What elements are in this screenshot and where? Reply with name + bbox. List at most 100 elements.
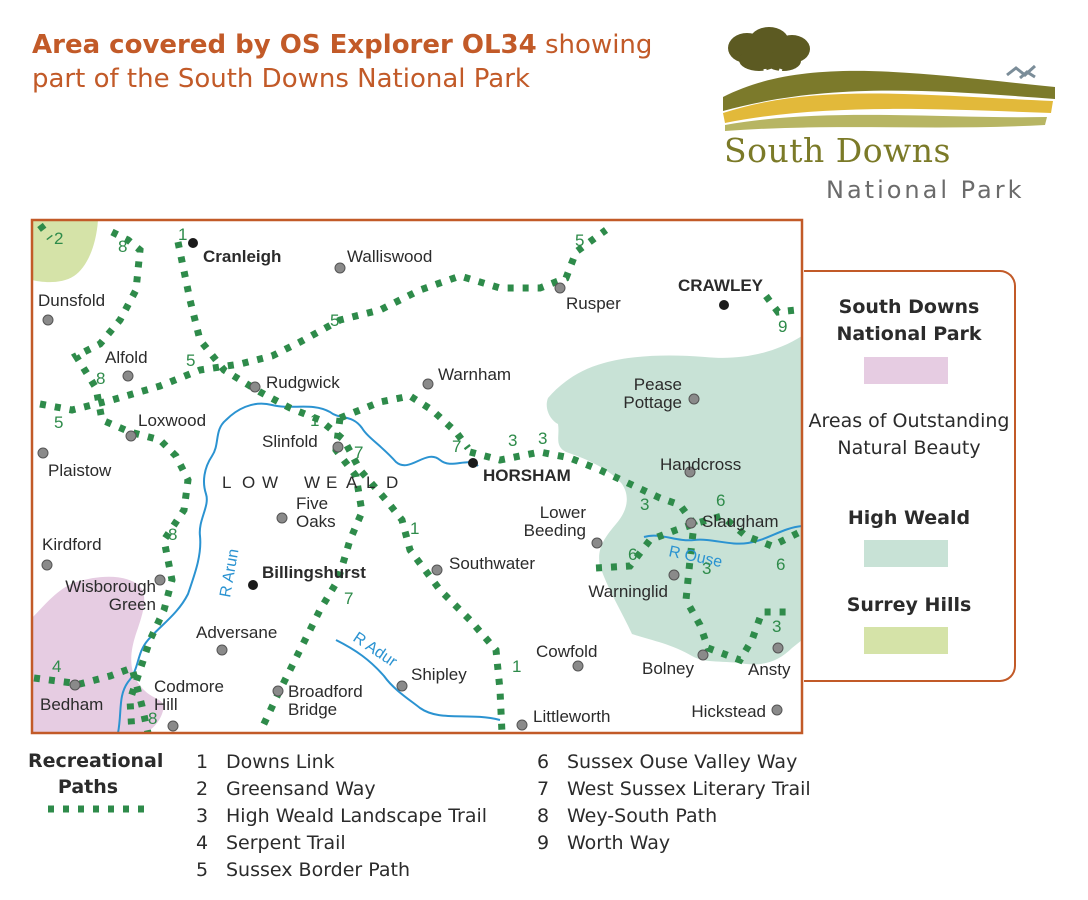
town-rudgwick: Rudgwick — [249, 373, 340, 393]
town-label: Alfold — [105, 348, 148, 367]
town-cowfold: Cowfold — [536, 642, 597, 672]
town-horsham: HORSHAM — [468, 458, 571, 485]
town-label: Cranleigh — [203, 247, 281, 266]
town-marker — [572, 660, 584, 672]
town-marker — [249, 381, 261, 393]
legend-item-name: Downs Link — [226, 751, 335, 773]
town-label: Warnham — [438, 365, 511, 384]
region-letter: D — [386, 473, 398, 492]
legend-item-number: 3 — [196, 805, 209, 827]
legend-item-name: Wey-South Path — [567, 805, 718, 827]
route-number-label: 5 — [186, 351, 195, 370]
route-number-label: 8 — [96, 369, 105, 388]
town-label: Adversane — [196, 623, 277, 642]
route-number-label: 7 — [344, 589, 353, 608]
town-rusper: Rusper — [554, 282, 621, 313]
route-number-label: 6 — [628, 545, 637, 564]
logo-name: South Downs — [724, 131, 951, 170]
town-walliswood: Walliswood — [334, 247, 432, 274]
town-label: CRAWLEY — [678, 276, 764, 295]
route-number-label: 1 — [310, 411, 319, 430]
town-shipley: Shipley — [396, 665, 467, 692]
route-number-label: 3 — [702, 559, 711, 578]
legend-item-number: 7 — [537, 778, 550, 800]
town-marker — [248, 580, 258, 590]
route-number-label: 2 — [54, 229, 63, 248]
route-number-label: 9 — [778, 317, 787, 336]
legend-item-number: 9 — [537, 832, 550, 854]
route-number-label: 3 — [772, 617, 781, 636]
town-label: Southwater — [449, 554, 535, 573]
town-marker — [697, 649, 709, 661]
town-label: Shipley — [411, 665, 467, 684]
town-billingshurst: Billingshurst — [248, 563, 366, 590]
town-marker — [431, 564, 443, 576]
town-bolney: Bolney — [642, 649, 709, 678]
key-aonb-heading: Areas of Outstanding Natural Beauty — [808, 410, 1010, 459]
route-number-label: 1 — [512, 657, 521, 676]
map-key: South Downs National Park Areas of Outst… — [804, 270, 1016, 682]
route-number-label: 1 — [178, 225, 187, 244]
town-crawley: CRAWLEY — [678, 276, 764, 310]
town-slaugham: Slaugham — [685, 512, 779, 531]
town-adversane: Adversane — [196, 623, 277, 656]
logo-subtitle: National Park — [826, 176, 1025, 204]
town-label: Rusper — [566, 294, 621, 313]
route-number-label: 1 — [410, 519, 419, 538]
key-national-park-label: South Downs National Park — [836, 296, 982, 345]
town-alfold: Alfold — [105, 348, 148, 382]
legend-item-name: Sussex Ouse Valley Way — [567, 751, 798, 773]
route-2 — [37, 222, 53, 241]
route-number-label: 7 — [354, 443, 363, 462]
legend-item-name: High Weald Landscape Trail — [226, 805, 488, 827]
town-marker — [216, 644, 228, 656]
tree-icon — [728, 27, 810, 94]
town-kirdford: Kirdford — [41, 535, 102, 571]
town-marker — [772, 642, 784, 654]
town-marker — [468, 458, 478, 468]
route-1 — [174, 241, 506, 733]
town-plaistow: Plaistow — [37, 447, 112, 480]
town-ansty: Ansty — [748, 642, 791, 679]
route-number-label: 8 — [168, 525, 177, 544]
river-adur — [335, 639, 501, 721]
town-label: Dunsfold — [38, 291, 105, 310]
town-marker — [41, 559, 53, 571]
town-marker — [125, 430, 137, 442]
town-dunsfold: Dunsfold — [38, 291, 105, 326]
surrey-hills-area — [32, 220, 98, 283]
region-letter: L — [366, 473, 375, 492]
town-warninglid: Warninglid — [588, 569, 680, 601]
legend-item: 3 High Weald Landscape Trail — [196, 803, 487, 830]
town-littleworth: Littleworth — [516, 707, 610, 731]
town-label: Plaistow — [48, 461, 112, 480]
map-frame — [30, 218, 804, 735]
title-rest: showing part of the South Downs National… — [32, 30, 653, 94]
route-number-label: 7 — [452, 437, 461, 456]
town-marker — [167, 720, 179, 732]
route-number-label: 5 — [330, 311, 339, 330]
town-label: Bolney — [642, 659, 694, 678]
region-letter: W — [304, 473, 320, 492]
town-marker — [516, 719, 528, 731]
town-label: Handcross — [660, 455, 741, 474]
town-marker — [122, 370, 134, 382]
town-marker — [334, 262, 346, 274]
key-surrey-hills-label: Surrey Hills — [846, 594, 972, 616]
town-label: Walliswood — [347, 247, 432, 266]
town-marker — [771, 704, 783, 716]
route-number-label: 8 — [118, 237, 127, 256]
town-marker — [154, 574, 166, 586]
national-park-swatch — [864, 357, 948, 384]
town-bedham: Bedham — [40, 679, 103, 714]
